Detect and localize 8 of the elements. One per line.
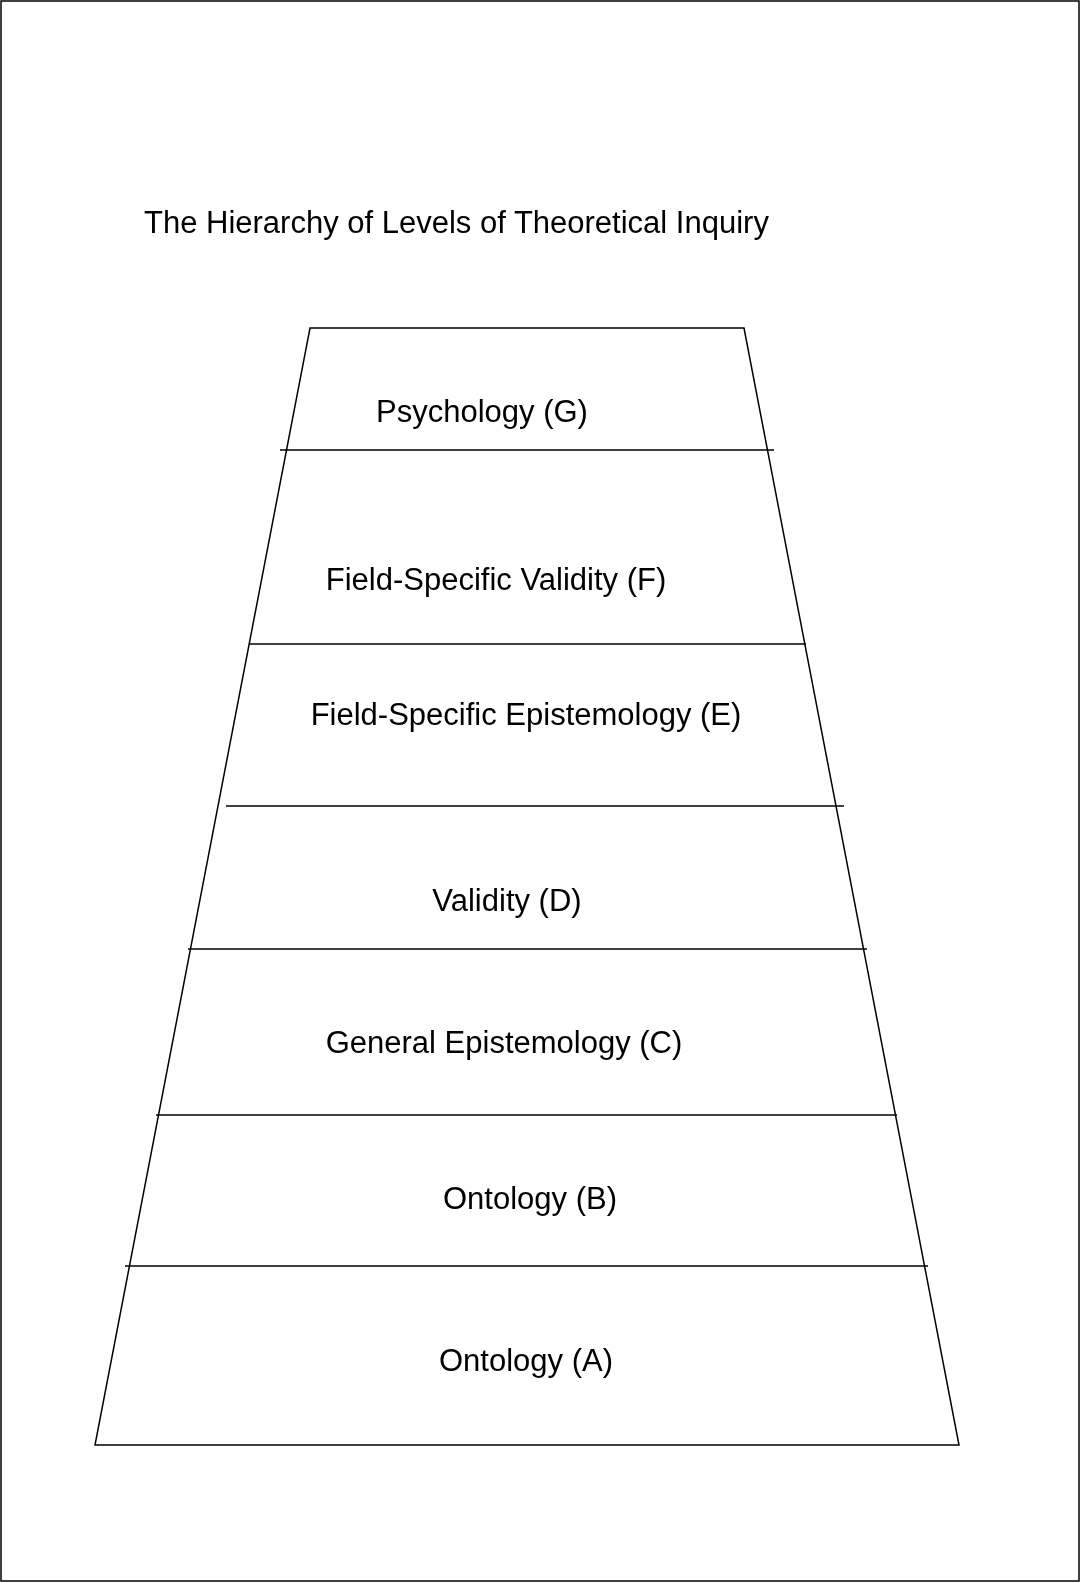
level-label: Field-Specific Validity (F) [325, 562, 667, 598]
level-label: Field-Specific Epistemology (E) [310, 697, 742, 733]
level-label: Ontology (B) [443, 1181, 617, 1217]
level-label: Ontology (A) [439, 1343, 613, 1379]
diagram-title: The Hierarchy of Levels of Theoretical Inquiry [144, 205, 769, 241]
level-label: Psychology (G) [376, 394, 588, 430]
level-label: General Epistemology (C) [325, 1025, 683, 1061]
level-label: Validity (D) [432, 883, 582, 919]
